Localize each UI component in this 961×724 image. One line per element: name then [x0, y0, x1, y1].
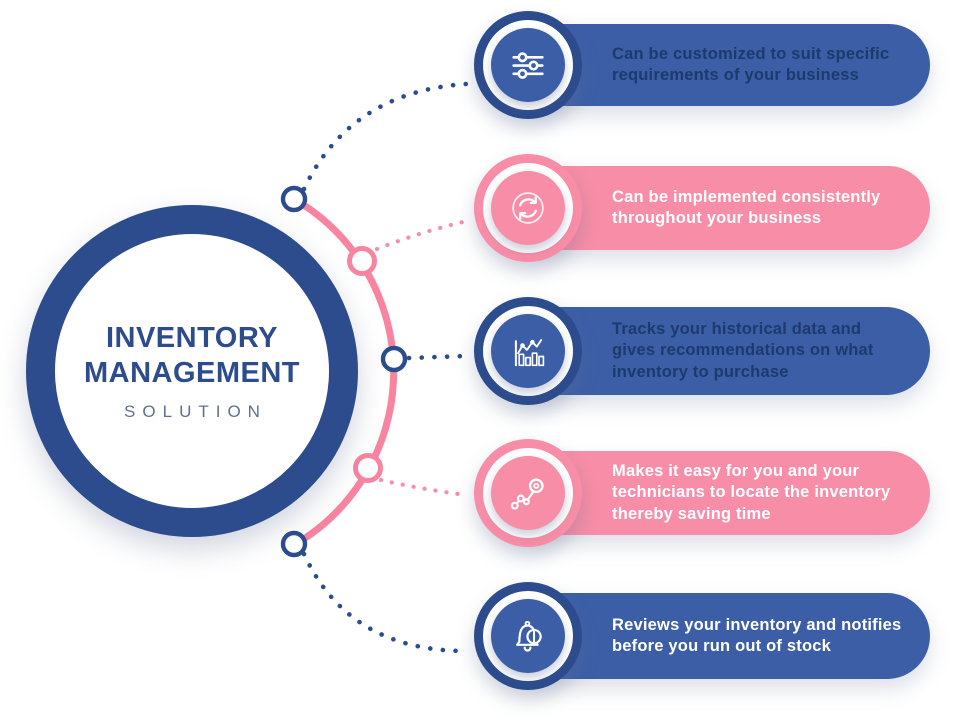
dotted-connector-1 — [301, 81, 469, 192]
feature-badge-inner-2 — [491, 171, 565, 245]
feature-badge-2 — [474, 154, 582, 262]
main-subtitle: SOLUTION — [124, 401, 267, 421]
feature-badge-inner-1 — [491, 28, 565, 102]
arc-node-5 — [280, 530, 308, 558]
feature-text-4: Makes it easy for you and your technicia… — [612, 461, 891, 523]
feature-badge-4 — [474, 439, 582, 547]
route-pin-icon — [510, 478, 544, 510]
sync-arrows-icon — [512, 192, 544, 224]
arc-node-3 — [380, 345, 408, 373]
feature-badge-inner-4 — [491, 456, 565, 530]
arc-node-2 — [347, 246, 377, 276]
sliders-icon — [512, 52, 544, 79]
feature-text-2: Can be implemented consistently througho… — [612, 187, 881, 228]
bell-alert-icon — [516, 620, 542, 652]
feature-badge-1 — [474, 11, 582, 119]
central-circle: INVENTORY MANAGEMENT SOLUTION — [26, 205, 358, 537]
dotted-connector-3 — [406, 353, 469, 361]
arc-node-1 — [280, 185, 308, 213]
feature-badge-3 — [474, 297, 582, 405]
feature-text-3: Tracks your historical data and gives re… — [612, 319, 874, 381]
arc-node-4 — [353, 453, 383, 483]
main-title: INVENTORY MANAGEMENT — [83, 321, 301, 389]
dotted-connector-2 — [374, 218, 470, 252]
feature-badge-5 — [474, 582, 582, 690]
feature-text-1: Can be customized to suit specific requi… — [612, 44, 890, 85]
feature-text-5: Reviews your inventory and notifies befo… — [612, 615, 902, 656]
dotted-connector-4 — [378, 477, 469, 498]
feature-badge-inner-3 — [491, 314, 565, 388]
feature-badge-inner-5 — [491, 599, 565, 673]
bar-chart-icon — [514, 339, 545, 367]
dotted-connector-5 — [301, 551, 467, 654]
